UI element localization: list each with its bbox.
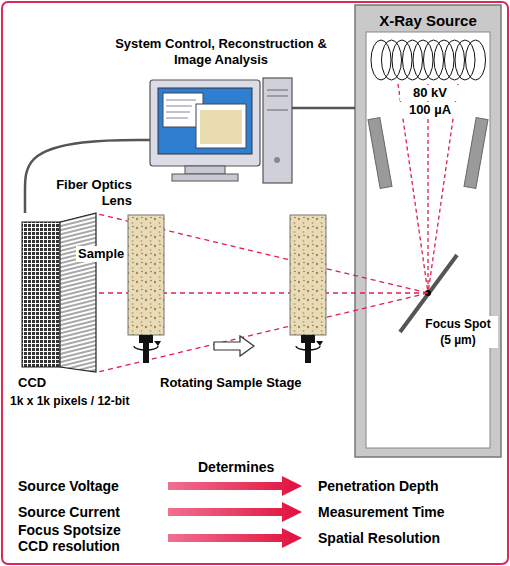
ccd-detector: Fiber Optics LensCCD1k x 1k pixels / 12-…: [20, 213, 98, 371]
node-heading: Fiber Optics Lens: [32, 177, 132, 209]
parameter-name: Source Current: [16, 504, 122, 520]
parameter-name: Focus Spotsize CCD resolution: [16, 522, 146, 554]
sample-stage: [128, 215, 164, 363]
filament-coil: [371, 40, 486, 80]
ccd-chip: [22, 222, 60, 367]
column-header: Determines: [196, 459, 276, 475]
part-label: Sample: [76, 246, 126, 262]
result-name: Penetration Depth: [316, 478, 441, 494]
focus-label: Focus Spot (5 µm): [418, 316, 498, 348]
computer-box: System Control, Reconstruction & Image A…: [150, 78, 292, 183]
node-heading: X-Ray Source: [355, 13, 501, 29]
xray-beam: [98, 214, 428, 372]
current-value: 100 µA: [400, 102, 460, 118]
result-name: Spatial Resolution: [316, 530, 442, 546]
cable: [25, 140, 150, 213]
source-housing: X-Ray Source: [355, 5, 501, 457]
cable: [292, 107, 355, 110]
result-name: Measurement Time: [316, 504, 447, 520]
node-heading: System Control, Reconstruction & Image A…: [102, 36, 340, 68]
node-text: 1k x 1k pixels / 12-bit: [10, 393, 129, 409]
sample-stage: [290, 215, 326, 363]
part-label: Rotating Sample Stage: [158, 375, 304, 391]
voltage-value: 80 kV: [400, 85, 460, 101]
source-chamber: [366, 32, 490, 448]
node-text: CCD: [18, 375, 46, 391]
source-housing: [355, 5, 501, 457]
fiber-optics-lens: [60, 213, 96, 372]
determines-arrow: [168, 476, 302, 548]
slit: [464, 117, 488, 188]
parameter-name: Source Voltage: [16, 478, 121, 494]
translation-arrow: [214, 336, 254, 356]
computer: [150, 78, 292, 183]
slit: [368, 117, 392, 188]
